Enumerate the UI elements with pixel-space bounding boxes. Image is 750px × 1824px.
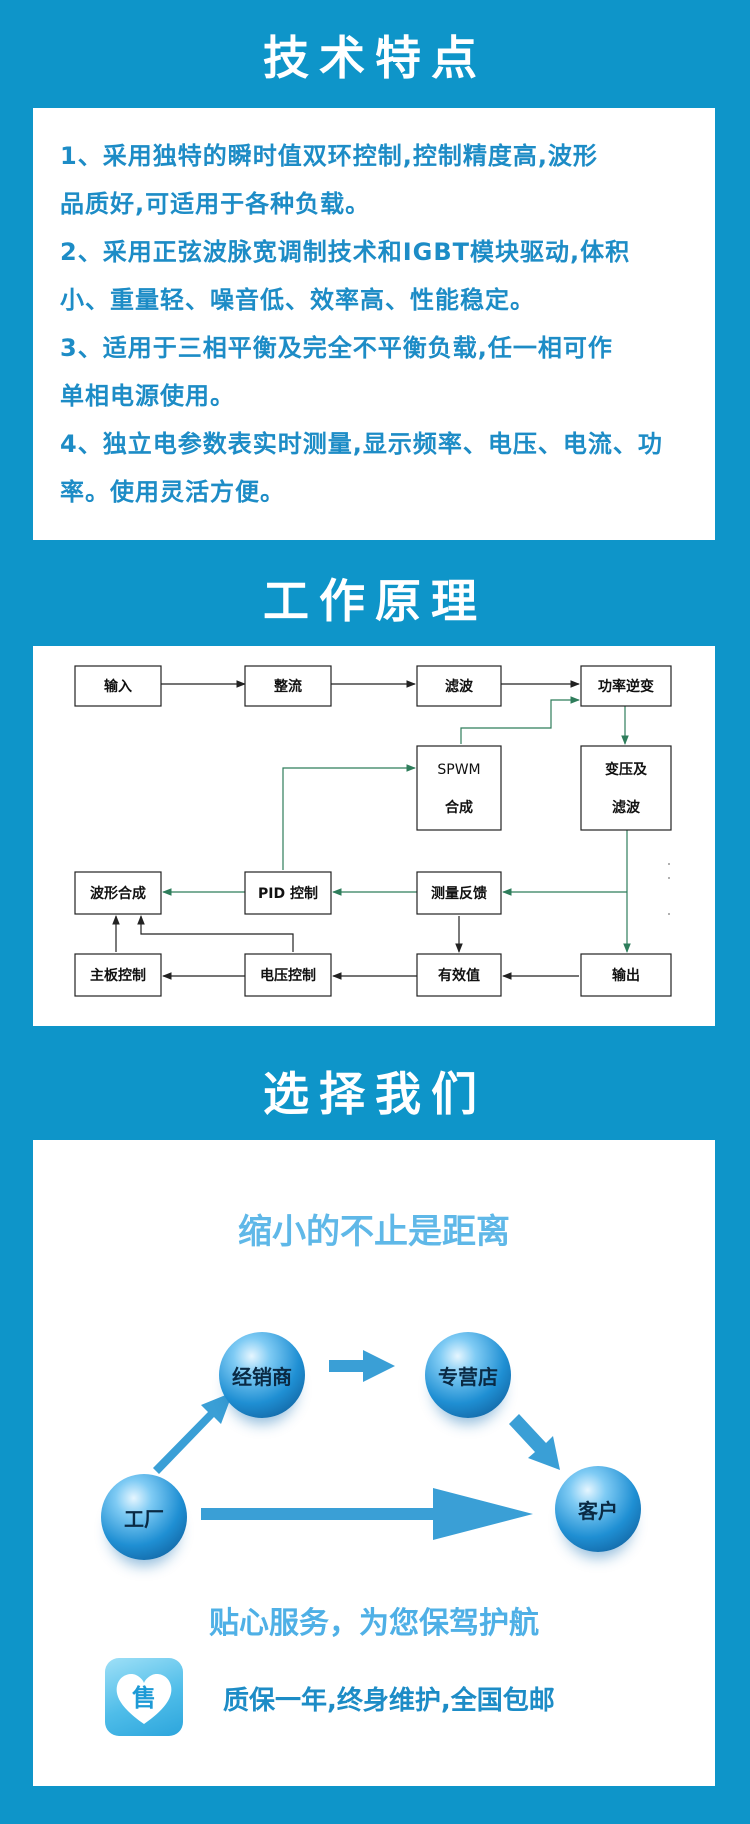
label-spwm-1: SPWM	[437, 762, 480, 778]
label-rectify: 整流	[273, 678, 302, 695]
box-rectify	[244, 665, 332, 707]
feature-line-8: 率。使用灵活方便。	[60, 478, 285, 506]
after-sales-icon: 售	[105, 1658, 183, 1736]
box-filter	[416, 665, 502, 707]
box-feedback	[416, 871, 502, 915]
label-input: 输入	[104, 678, 132, 695]
box-input	[74, 665, 162, 707]
label-rms: 有效值	[438, 967, 480, 984]
node-store-label: 专营店	[438, 1364, 498, 1389]
label-filter: 滤波	[445, 678, 474, 695]
choose-panel: 缩小的不止是距离 经销商 专营店 工厂 客户 贴心服务，为您保驾护航 售 质保一…	[33, 1140, 715, 1786]
label-spwm-2: 合成	[445, 799, 473, 816]
box-output	[580, 953, 672, 997]
arrow-dealer-store-icon	[329, 1350, 395, 1382]
label-transformer-1: 变压及	[605, 761, 648, 778]
node-customer-label: 客户	[578, 1498, 618, 1523]
feature-line-3: 2、采用正弦波脉宽调制技术和IGBT模块驱动,体积	[60, 238, 631, 266]
arrow-store-customer-icon	[509, 1414, 560, 1470]
label-inverter: 功率逆变	[598, 678, 654, 695]
box-voltage	[244, 953, 332, 997]
after-sales-char: 售	[132, 1684, 156, 1712]
arrow-spwm-inverter	[460, 696, 580, 744]
label-feedback: 测量反馈	[431, 885, 487, 902]
box-transformer	[580, 745, 672, 831]
box-rms	[416, 953, 502, 997]
label-mainboard: 主板控制	[90, 967, 146, 984]
features-panel: 1、采用独特的瞬时值双环控制,控制精度高,波形 品质好,可适用于各种负载。 2、…	[33, 108, 715, 540]
feature-line-1: 1、采用独特的瞬时值双环控制,控制精度高,波形	[60, 142, 598, 170]
box-pid	[244, 871, 332, 915]
flow-arrows	[153, 1350, 560, 1540]
box-spwm	[416, 745, 502, 831]
box-waveform	[74, 871, 162, 915]
service-text: 质保一年,终身维护,全国包邮	[223, 1686, 555, 1716]
label-voltage: 电压控制	[260, 967, 316, 984]
arrow-factory-dealer-icon	[153, 1392, 233, 1474]
features-title: 技术特点	[263, 31, 487, 85]
node-factory: 工厂	[101, 1474, 187, 1560]
box-inverter	[580, 665, 672, 707]
diagram-panel: 输入 整流 滤波 功率逆变 SPWM 合成 变压及 滤波 波形合成 PID 控制…	[33, 646, 715, 1026]
slogan-top: 缩小的不止是距离	[238, 1212, 510, 1252]
arrow-pid-spwm	[282, 764, 416, 870]
node-store: 专营店	[425, 1332, 511, 1418]
slogan-bottom: 贴心服务，为您保驾护航	[209, 1606, 539, 1641]
node-dealer-label: 经销商	[232, 1364, 292, 1389]
principle-title: 工作原理	[263, 574, 487, 628]
feature-line-2: 品质好,可适用于各种负载。	[60, 190, 371, 218]
arrow-voltage-waveform	[137, 915, 294, 952]
node-dealer: 经销商	[219, 1332, 305, 1418]
arrow-factory-customer-icon	[201, 1488, 533, 1540]
choose-title: 选择我们	[263, 1067, 487, 1121]
label-pid: PID 控制	[258, 885, 318, 902]
node-factory-label: 工厂	[124, 1506, 164, 1531]
label-waveform: 波形合成	[90, 885, 146, 902]
block-diagram: 输入 整流 滤波 功率逆变 SPWM 合成 变压及 滤波 波形合成 PID 控制…	[74, 665, 672, 997]
feature-line-6: 单相电源使用。	[60, 382, 235, 410]
label-output: 输出	[612, 967, 640, 984]
feature-line-5: 3、适用于三相平衡及完全不平衡负载,任一相可作	[60, 334, 613, 362]
label-transformer-2: 滤波	[612, 799, 641, 816]
box-mainboard	[74, 953, 162, 997]
feature-line-7: 4、独立电参数表实时测量,显示频率、电压、电流、功	[60, 430, 663, 458]
feature-line-4: 小、重量轻、噪音低、效率高、性能稳定。	[60, 286, 535, 314]
node-customer: 客户	[555, 1466, 641, 1552]
